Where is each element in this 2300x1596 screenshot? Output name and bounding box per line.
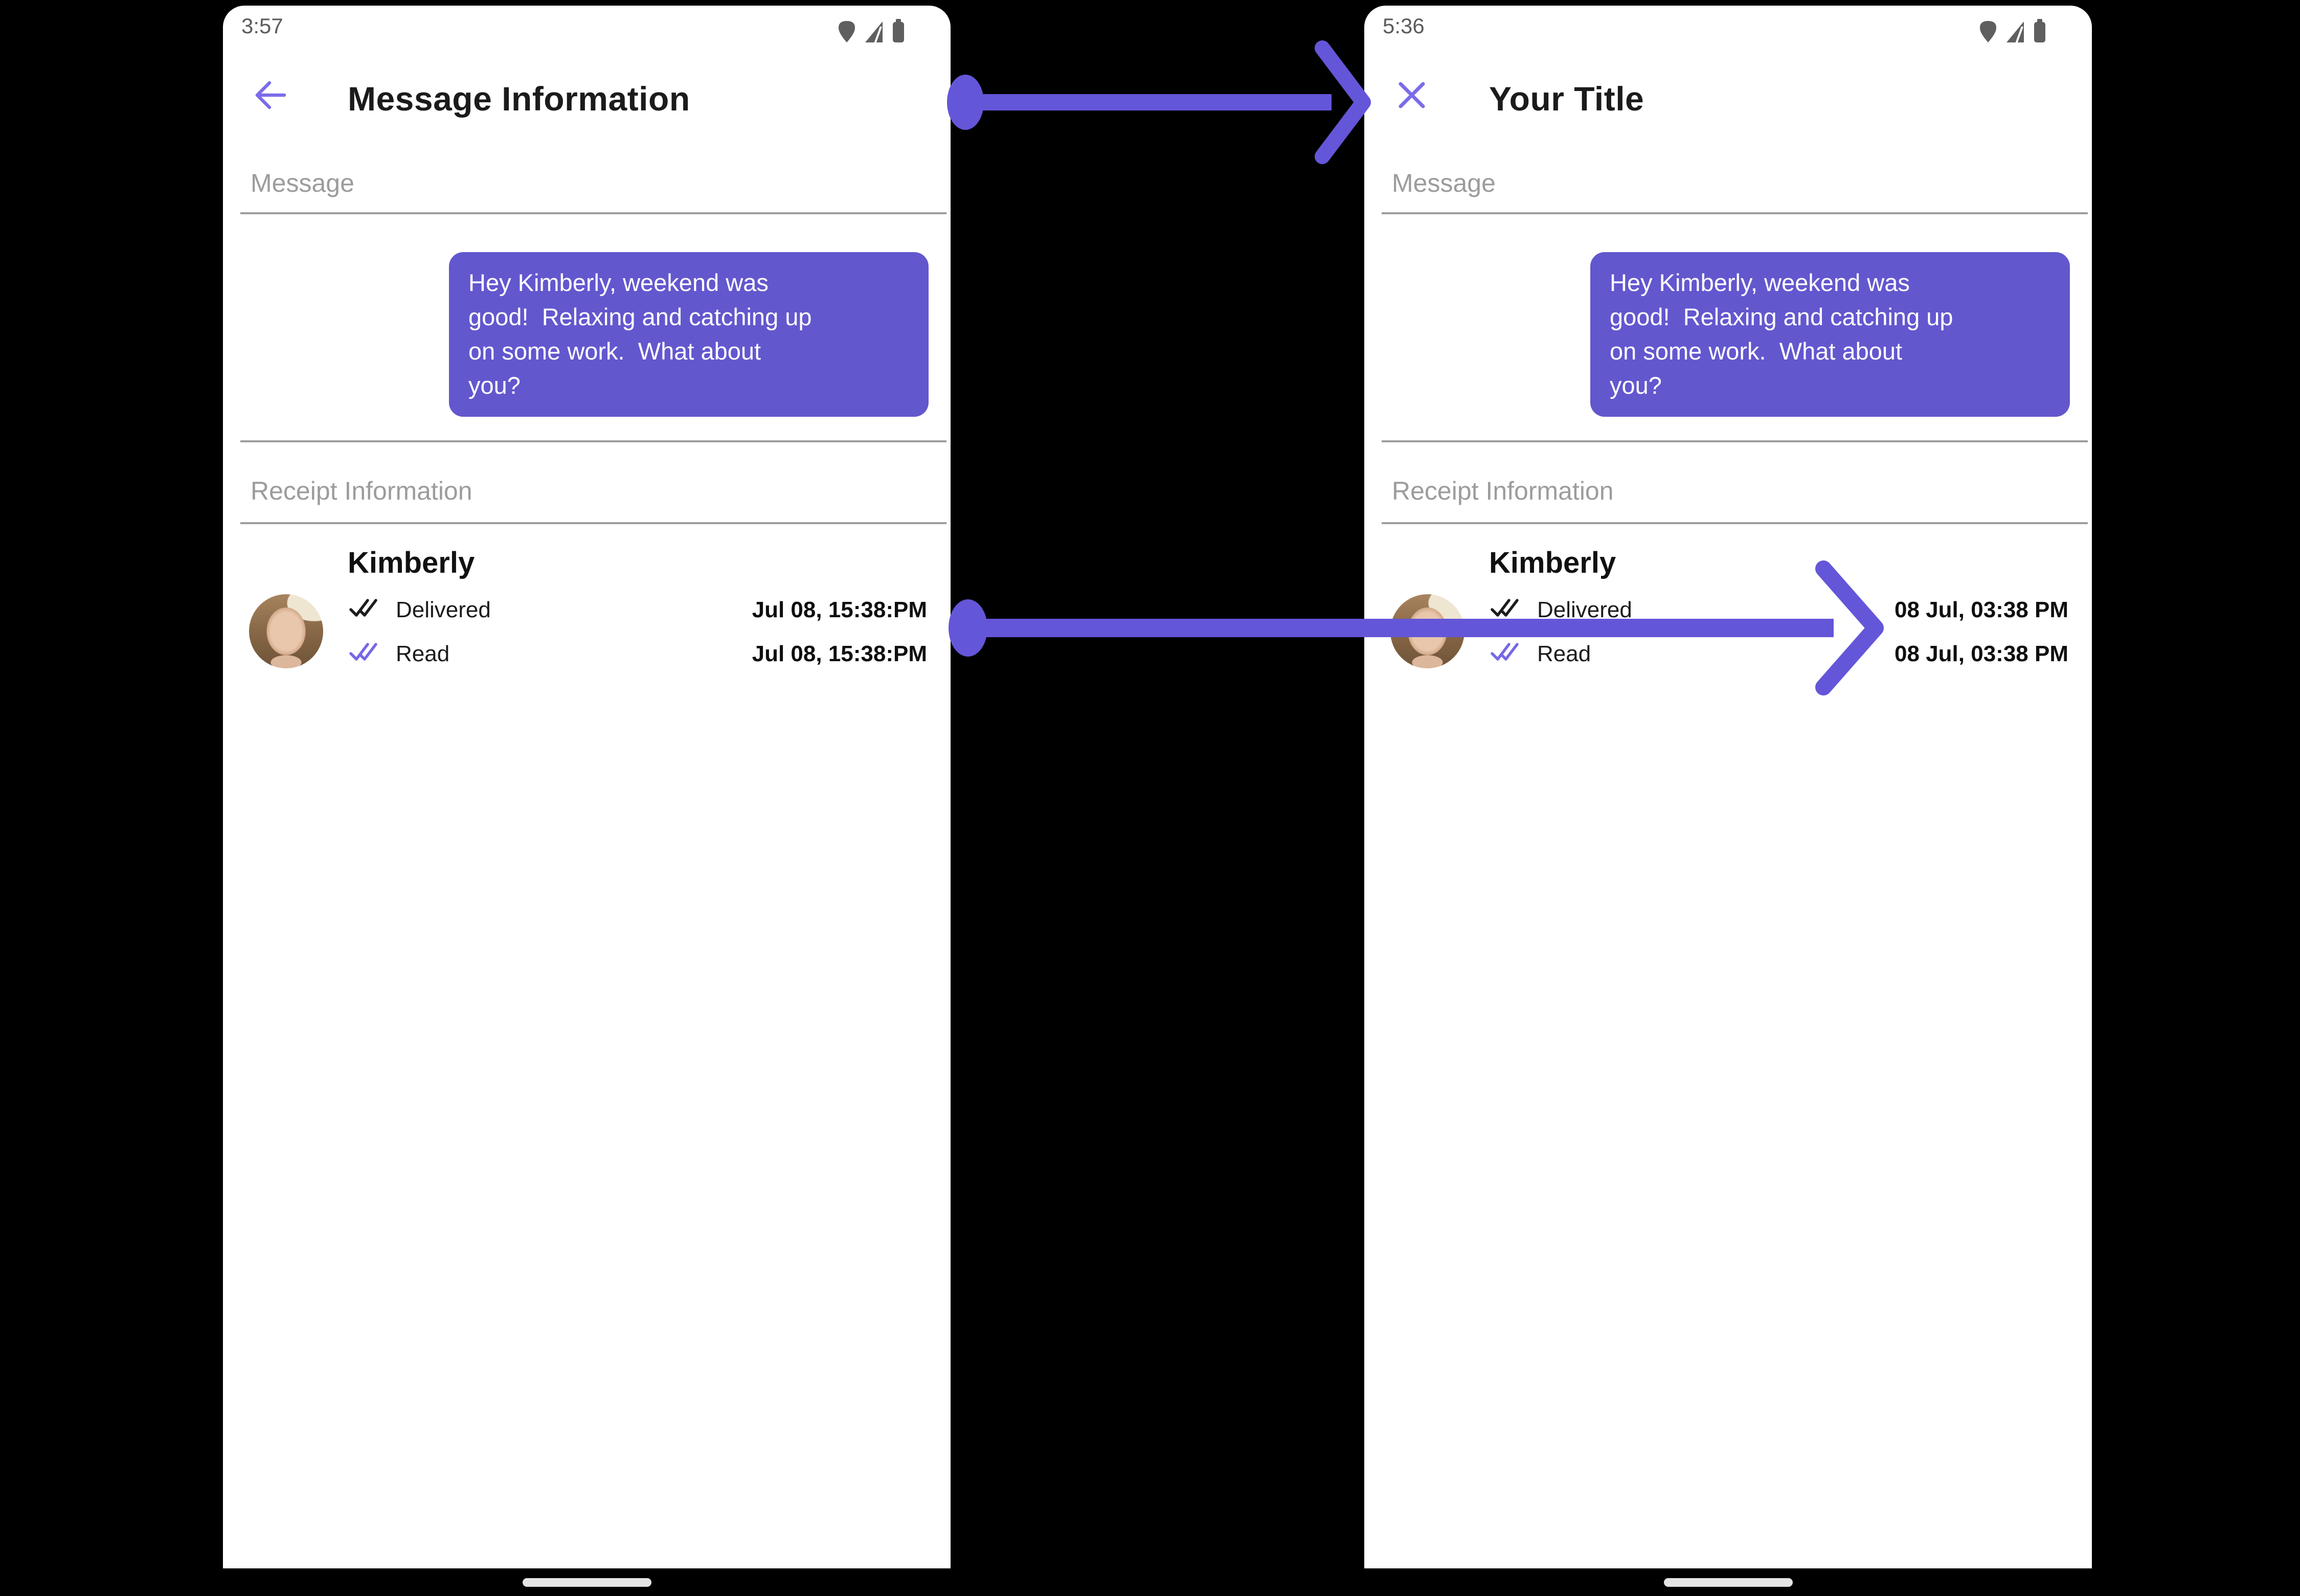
contact-name: Kimberly	[1489, 546, 1616, 579]
divider	[1382, 440, 2088, 442]
delivered-timestamp: 08 Jul, 03:38 PM	[1895, 597, 2068, 622]
avatar	[1390, 594, 1464, 668]
read-double-check-icon	[1490, 642, 1524, 667]
battery-icon	[891, 18, 906, 43]
wifi-icon	[837, 20, 856, 43]
divider	[240, 440, 946, 442]
back-arrow-icon	[253, 77, 288, 113]
read-timestamp: Jul 08, 15:38:PM	[752, 641, 927, 666]
read-double-check-icon	[349, 642, 382, 667]
read-label: Read	[396, 641, 450, 666]
phone-screen-before: 3:57 Message Information Message Hey Kim…	[223, 6, 951, 1568]
message-bubble: Hey Kimberly, weekend was good! Relaxing…	[449, 252, 929, 417]
delivered-receipt-row: Delivered 08 Jul, 03:38 PM	[1490, 590, 2068, 631]
page-title: Message Information	[348, 80, 690, 118]
status-bar-time: 5:36	[1383, 14, 1425, 38]
home-indicator[interactable]	[1664, 1578, 1793, 1587]
read-timestamp: 08 Jul, 03:38 PM	[1895, 641, 2068, 666]
read-receipt-row: Read 08 Jul, 03:38 PM	[1490, 634, 2068, 675]
status-bar-time: 3:57	[241, 14, 283, 38]
message-section-label: Message	[251, 169, 354, 197]
delivered-label: Delivered	[1537, 597, 1632, 622]
delivered-double-check-icon	[1490, 598, 1524, 623]
cellular-signal-icon	[2005, 20, 2025, 43]
page-title: Your Title	[1489, 80, 1644, 118]
divider	[1382, 522, 2088, 524]
receipt-section-label: Receipt Information	[1392, 477, 1614, 505]
divider	[240, 212, 946, 214]
close-icon	[1394, 77, 1430, 113]
avatar	[249, 594, 323, 668]
delivered-receipt-row: Delivered Jul 08, 15:38:PM	[349, 590, 927, 631]
home-indicator[interactable]	[523, 1578, 651, 1587]
message-bubble: Hey Kimberly, weekend was good! Relaxing…	[1590, 252, 2070, 417]
read-receipt-row: Read Jul 08, 15:38:PM	[349, 634, 927, 675]
wifi-icon	[1978, 20, 1998, 43]
message-section-label: Message	[1392, 169, 1496, 197]
phone-screen-after: 5:36 Your Title Message Hey Kimberly, we…	[1364, 6, 2092, 1568]
annotation-arrow-top	[947, 40, 1371, 164]
receipt-section-label: Receipt Information	[251, 477, 472, 505]
divider	[240, 522, 946, 524]
delivered-timestamp: Jul 08, 15:38:PM	[752, 597, 927, 622]
battery-icon	[2033, 18, 2047, 43]
back-button[interactable]	[253, 77, 288, 113]
close-button[interactable]	[1394, 77, 1430, 113]
delivered-label: Delivered	[396, 597, 491, 622]
contact-name: Kimberly	[348, 546, 475, 579]
delivered-double-check-icon	[349, 598, 382, 623]
status-bar-icons	[1978, 18, 2047, 43]
read-label: Read	[1537, 641, 1591, 666]
divider	[1382, 212, 2088, 214]
status-bar-icons	[837, 18, 906, 43]
cellular-signal-icon	[864, 20, 884, 43]
